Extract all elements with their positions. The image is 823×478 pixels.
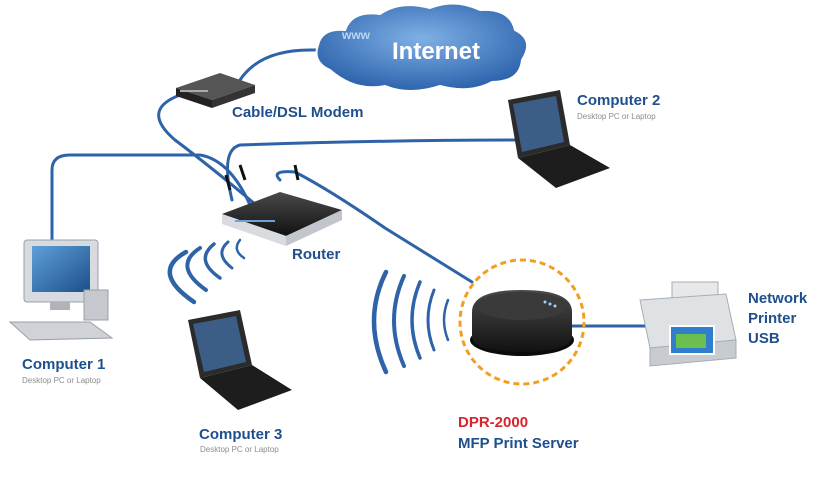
printer-label-printer: Printer — [748, 310, 797, 327]
cable-router-printserver — [275, 170, 474, 284]
computer1-label: Computer 1 — [22, 356, 106, 373]
computer3-sub: Desktop PC or Laptop — [200, 445, 279, 454]
computer3-device — [188, 310, 292, 410]
computer2-label: Computer 2 — [577, 92, 661, 109]
router-wifi-waves — [167, 238, 246, 305]
printserver-device — [458, 258, 586, 386]
cable-computer1-router — [50, 153, 252, 247]
cable-computer2-router — [226, 138, 542, 202]
printserver-label: MFP Print Server — [458, 435, 579, 452]
cloud-shape — [315, 2, 529, 92]
printer-label-usb: USB — [748, 330, 780, 347]
computer1-sub: Desktop PC or Laptop — [22, 376, 101, 385]
printserver-model: DPR-2000 — [458, 414, 529, 431]
computer1-device — [8, 239, 114, 341]
computer3-label: Computer 3 — [199, 426, 283, 443]
computer2-sub: Desktop PC or Laptop — [577, 112, 656, 121]
modem-label: Cable/DSL Modem — [232, 104, 364, 121]
router-label: Router — [292, 246, 341, 263]
printserver-highlight-ring — [458, 258, 586, 386]
printserver-wifi-waves — [371, 269, 450, 375]
modem-device — [176, 73, 255, 108]
router-device — [222, 164, 342, 246]
internet-label: Internet — [392, 38, 481, 65]
printer-label-network: Network — [748, 290, 808, 307]
computer2-device — [508, 90, 610, 188]
internet-www-label: www — [342, 28, 371, 42]
cable-modem-router — [157, 93, 264, 212]
printer-device — [639, 281, 737, 367]
cable-modem-internet — [238, 48, 337, 82]
internet-cloud — [315, 2, 529, 92]
